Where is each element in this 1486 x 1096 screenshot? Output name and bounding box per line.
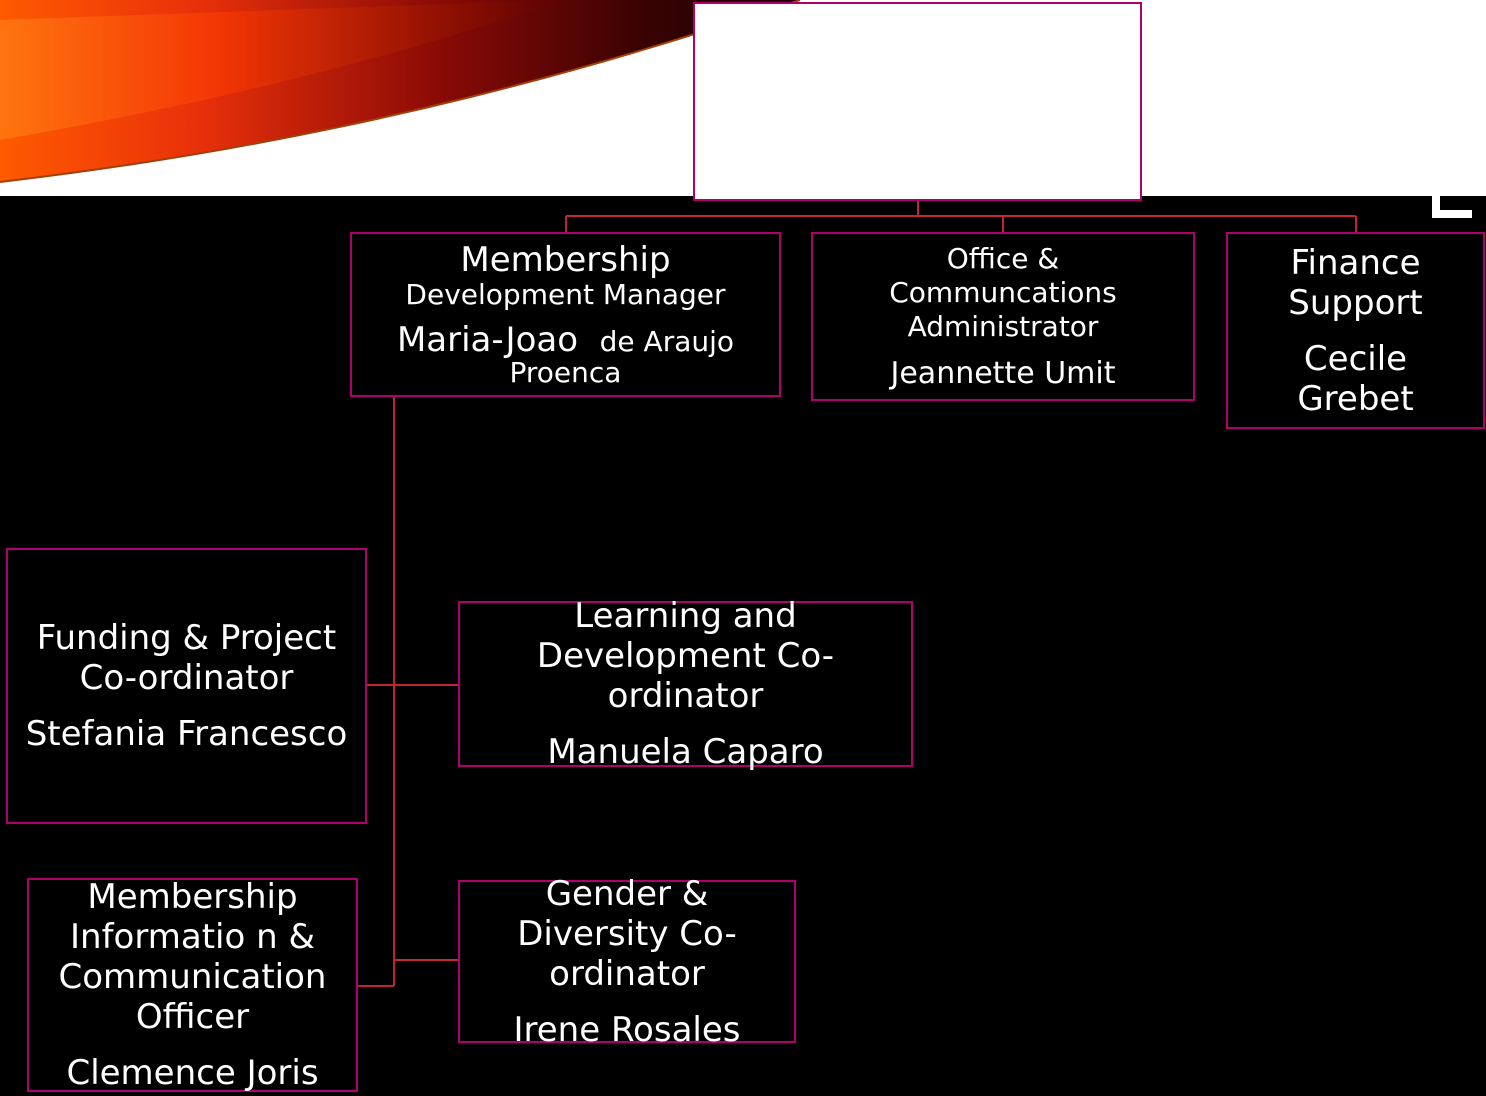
role-title-line: Informatio n & <box>70 917 315 957</box>
person-name: Stefania Francesco <box>25 714 348 754</box>
role-title-line: Development Manager <box>405 277 726 311</box>
person-name: Irene Rosales <box>513 1009 741 1050</box>
person-name: Grebet <box>1297 378 1414 419</box>
person-name: Cecile <box>1303 338 1408 379</box>
box-finance-support: Finance Support Cecile Grebet <box>1226 232 1485 429</box>
box-funding-project-coordinator: Funding & Project Co-ordinator Stefania … <box>6 548 367 824</box>
person-name: Maria-Joao de Araujo <box>397 323 734 357</box>
box-learning-development-coordinator: Learning and Development Co- ordinator M… <box>458 596 913 772</box>
role-title-line: ordinator <box>607 676 764 716</box>
role-title-line: Administrator <box>907 309 1099 343</box>
person-name-line: Proenca <box>509 355 622 389</box>
person-name-part: Maria-Joao <box>396 319 579 360</box>
person-name: Jeannette Umit <box>890 355 1116 391</box>
box-membership-development-manager: Membership Development Manager Maria-Joa… <box>350 232 781 397</box>
role-title-line: Diversity Co- <box>517 913 737 954</box>
role-title-line: ordinator <box>549 953 705 994</box>
top-box <box>693 2 1142 201</box>
role-title-line: Support <box>1288 282 1423 323</box>
role-title-line: Gender & <box>545 873 709 914</box>
corner-mark <box>1432 196 1472 218</box>
role-title-line: Membership <box>460 239 671 280</box>
role-title-line: Communcations <box>889 275 1117 309</box>
role-title-line: Co-ordinator <box>79 658 294 698</box>
box-gender-diversity-coordinator: Gender & Diversity Co- ordinator Irene R… <box>458 873 796 1047</box>
person-name-part: de Araujo <box>599 324 735 358</box>
role-title-line: Office & <box>946 241 1060 275</box>
person-name: Manuela Caparo <box>547 732 824 772</box>
box-membership-information-officer: Membership Informatio n & Communication … <box>27 878 358 1092</box>
role-title-line: Development Co- <box>536 636 835 676</box>
role-title-line: Learning and <box>574 596 797 636</box>
role-title-line: Communication <box>58 957 327 997</box>
role-title-line: Funding & Project <box>36 618 337 658</box>
person-name: Clemence Joris <box>66 1053 319 1093</box>
role-title-line: Officer <box>135 997 250 1037</box>
box-office-communications-administrator: Office & Communcations Administrator Jea… <box>811 232 1195 401</box>
role-title-line: Finance <box>1290 242 1421 283</box>
decorative-swoosh <box>0 0 801 183</box>
role-title-line: Membership <box>87 877 298 917</box>
